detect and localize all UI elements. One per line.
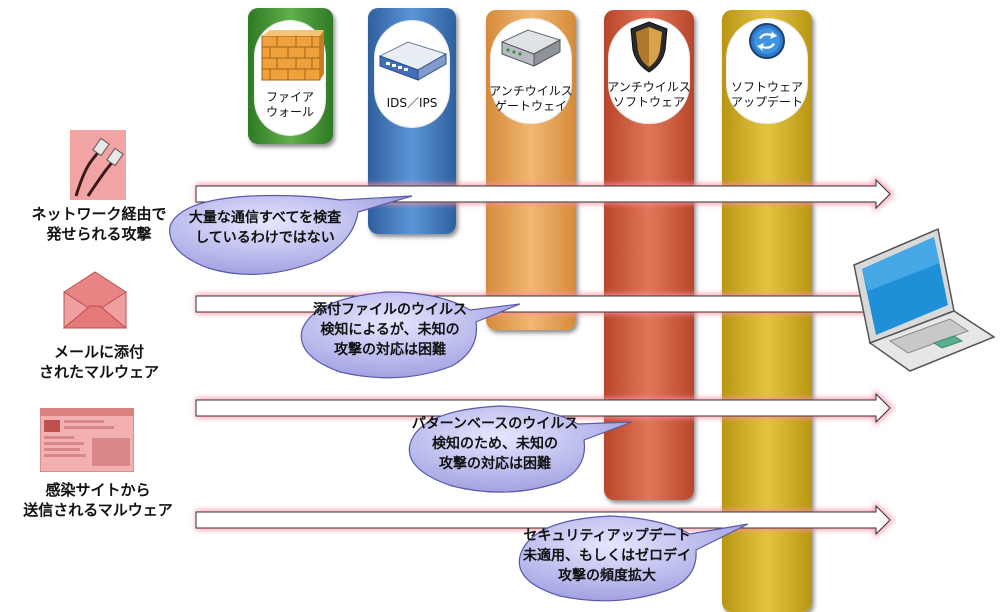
threat-label-network: ネットワーク経由で 発せられる攻撃: [31, 205, 167, 243]
pillar-label-firewall: ファイア ウォール: [265, 90, 314, 119]
network-cable-icon: [70, 130, 126, 200]
envelope-icon: [62, 271, 128, 329]
shield-icon: [630, 21, 668, 73]
pillar-label-av-software: アンチウイルス ソフトウェア: [607, 80, 691, 109]
callout-bubble-1: [169, 194, 413, 275]
pillar-label-ids-ips: IDS／IPS: [386, 96, 438, 110]
pillar-label-av-gateway: アンチウイルス ゲートウェイ: [489, 84, 573, 113]
threat-label-mail: メールに添付 されたマルウェア: [38, 343, 159, 381]
callout-text-1: 大量な通信すべてを検査 しているわけではない: [188, 210, 342, 246]
gateway-appliance-icon: [500, 29, 562, 67]
laptop-icon: [853, 227, 996, 372]
ids-device-icon: [378, 41, 448, 81]
callout-bubble-3: [408, 405, 633, 493]
callout-text-4: セキュリティアップデート 未適用、もしくはゼロデイ 攻撃の頻度拡大: [523, 528, 691, 584]
firewall-icon: [261, 30, 324, 81]
website-icon: [40, 408, 134, 472]
callout-text-3: パターンベースのウイルス 検知のため、未知の 攻撃の対応は困難: [411, 416, 579, 472]
callout-text-2: 添付ファイルのウイルス 検知によるが、未知の 攻撃の対応は困難: [313, 302, 467, 358]
update-icon: [749, 23, 785, 59]
pillar-label-software-update: ソフトウェア アップデート: [730, 80, 803, 109]
callout-bubble-2: [300, 291, 521, 379]
threat-label-website: 感染サイトから 送信されるマルウェア: [23, 481, 173, 519]
callout-bubble-4: [518, 515, 749, 602]
arrow-website-malware: [195, 390, 894, 426]
